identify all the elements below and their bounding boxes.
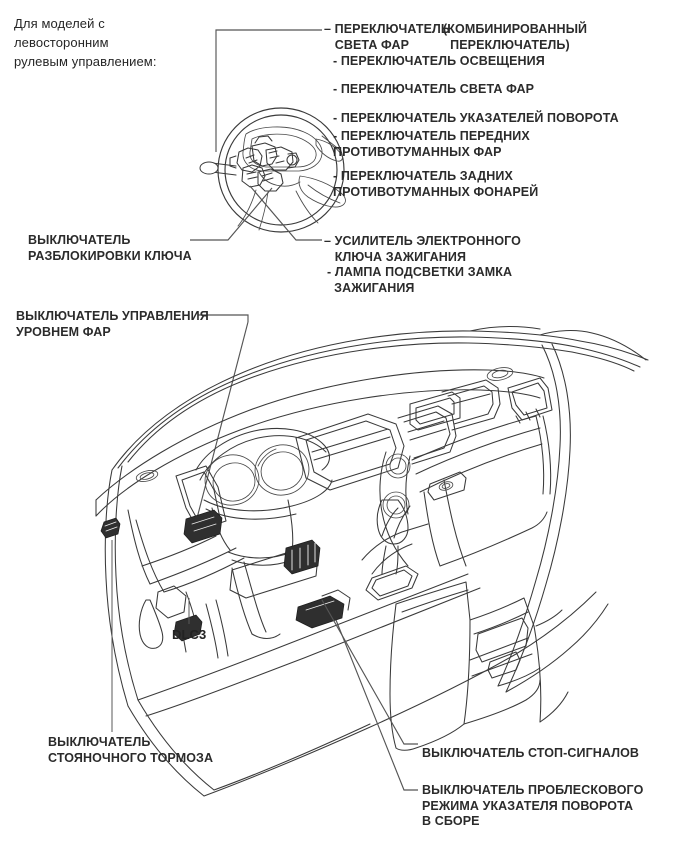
callout-ignition-key-illumination-lamp: - ЛАМПА ПОДСВЕТКИ ЗАМКА ЗАЖИГАНИЯ [327, 265, 513, 295]
stop-lamp-switch-part [173, 614, 203, 653]
leader-headlight-switch [215, 29, 322, 152]
leader-hazard-switch [335, 619, 418, 791]
parking-brake-switch-part [100, 517, 121, 539]
switch-components [100, 509, 351, 653]
callout-turn-signal-switch: - ПЕРЕКЛЮЧАТЕЛЬ УКАЗАТЕЛЕЙ ПОВОРОТА [333, 111, 619, 125]
callout-parking-brake-switch: ВЫКЛЮЧАТЕЛЬ СТОЯНОЧНОГО ТОРМОЗА [48, 735, 214, 765]
steering-wheel-graphic [199, 107, 346, 233]
callout-headlight-leveling-switch: ВЫКЛЮЧАТЕЛЬ УПРАВЛЕНИЯ УРОВНЕМ ФАР [16, 309, 209, 339]
callout-dlc3: DLC3 [172, 627, 207, 642]
hazard-switch-part [295, 589, 351, 629]
callout-stop-lamp-switch: ВЫКЛЮЧАТЕЛЬ СТОП-СИГНАЛОВ [422, 746, 640, 760]
instrument-panel-drawing [95, 326, 649, 797]
callout-rear-fog-lamp-switch: - ПЕРЕКЛЮЧАТЕЛЬ ЗАДНИХ ПРОТИВОТУМАННЫХ Ф… [333, 169, 539, 199]
switch-panel-part [229, 539, 321, 599]
callout-hazard-warning-switch-assembly: ВЫКЛЮЧАТЕЛЬ ПРОБЛЕСКОВОГО РЕЖИМА УКАЗАТЕ… [422, 783, 644, 828]
callout-key-unlock-switch: ВЫКЛЮЧАТЕЛЬ РАЗБЛОКИРОВКИ КЛЮЧА [28, 233, 192, 263]
leader-stop-lamp-switch [321, 599, 418, 745]
callout-ignition-key-amplifier: – УСИЛИТЕЛЬ ЭЛЕКТРОННОГО КЛЮЧА ЗАЖИГАНИЯ [324, 234, 521, 264]
leader-ignition-amplifier [249, 185, 322, 241]
callout-headlight-switch-parenthetical: (КОМБИНИРОВАННЫЙ ПЕРЕКЛЮЧАТЕЛЬ) [443, 22, 588, 52]
callout-front-fog-lamp-switch: - ПЕРЕКЛЮЧАТЕЛЬ ПЕРЕДНИХ ПРОТИВОТУМАННЫХ… [333, 129, 530, 159]
leader-key-unlock-switch [190, 187, 273, 241]
note-left-hand-drive-models: Для моделей с левосторонним рулевым упра… [14, 16, 157, 69]
headlight-leveling-switch-part [183, 509, 223, 544]
callout-headlamp-switch: - ПЕРЕКЛЮЧАТЕЛЬ СВЕТА ФАР [333, 82, 535, 96]
callout-headlight-switch-title: – ПЕРЕКЛЮЧАТЕЛЬ СВЕТА ФАР [324, 22, 450, 52]
callout-illumination-switch: - ПЕРЕКЛЮЧАТЕЛЬ ОСВЕЩЕНИЯ [333, 54, 545, 68]
leader-headlight-leveling-switch [195, 314, 249, 523]
combination-switch-body [229, 135, 300, 192]
